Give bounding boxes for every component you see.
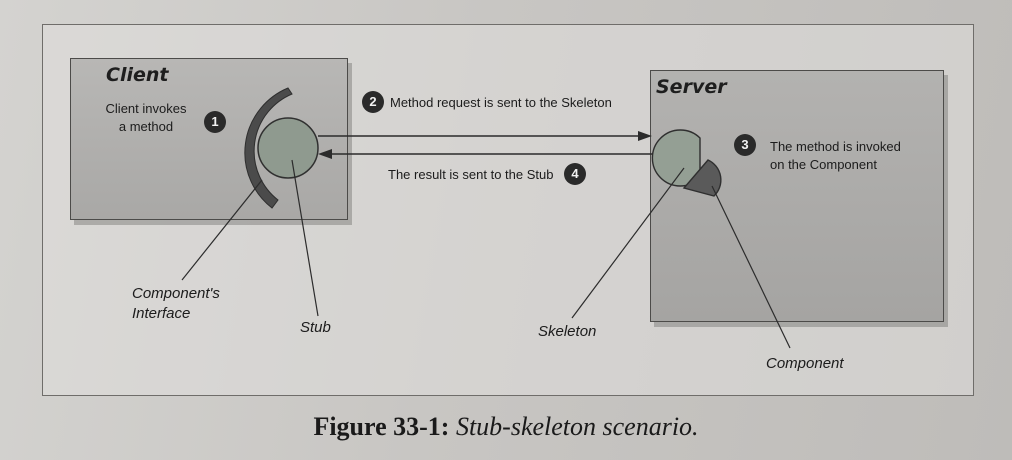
caption-number: Figure 33-1: <box>313 412 450 441</box>
stub-circle <box>257 117 319 179</box>
client-invokes-label-line1: Client invokes <box>105 101 187 116</box>
component-shape <box>682 159 722 197</box>
server-title: Server <box>656 76 727 98</box>
stub-leader-line <box>291 159 319 317</box>
interface-leader-line <box>181 179 263 281</box>
request-arrowhead <box>638 131 652 141</box>
figure-caption: Figure 33-1: Stub-skeleton scenario. <box>0 412 1012 442</box>
method-invoked-label-line2: on the Component <box>770 157 877 172</box>
step-1-badge: 1 <box>204 111 226 133</box>
component-interface-label-line2: Interface <box>132 305 191 322</box>
skeleton-leader-line <box>571 167 685 319</box>
component-label: Component <box>766 355 844 372</box>
server-box <box>650 70 944 322</box>
stub-label: Stub <box>300 319 331 336</box>
result-label: The result is sent to the Stub <box>388 167 554 182</box>
request-label: Method request is sent to the Skeleton <box>390 95 612 110</box>
step-4-badge: 4 <box>564 163 586 185</box>
result-arrowhead <box>318 149 332 159</box>
method-invoked-label-line1: The method is invoked <box>770 139 901 154</box>
skeleton-label: Skeleton <box>538 323 597 340</box>
component-interface-arc <box>244 87 293 209</box>
client-invokes-label-line2: a method <box>118 119 174 134</box>
component-interface-label-line1: Component's <box>132 285 220 302</box>
step-3-badge: 3 <box>734 134 756 156</box>
caption-title: Stub-skeleton scenario. <box>455 412 699 441</box>
step-2-badge: 2 <box>362 91 384 113</box>
component-leader-line <box>711 185 791 349</box>
client-title: Client <box>106 64 169 86</box>
